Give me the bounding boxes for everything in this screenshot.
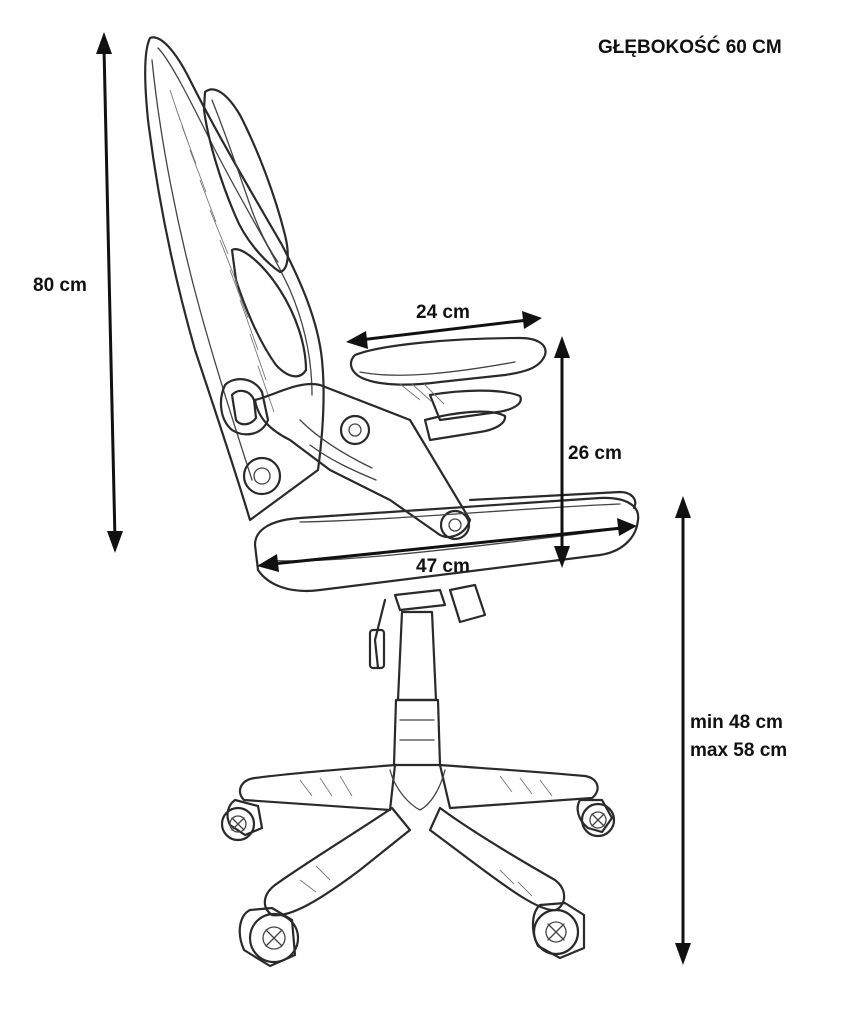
label-seat-height-max: max 58 cm (690, 740, 788, 761)
chair-base (238, 763, 599, 917)
casters (220, 798, 616, 968)
arrow-seat-width (257, 518, 637, 572)
caster-front-right (531, 901, 586, 960)
arrow-seat-height (675, 496, 691, 965)
label-seat-height-min: min 48 cm (690, 712, 783, 733)
side-bracket (219, 378, 472, 541)
dimension-arrows (96, 32, 691, 965)
caster-back-right (576, 798, 616, 838)
caster-back-left (220, 798, 264, 842)
arrow-total-height (96, 32, 123, 553)
label-total-height: 80 cm (33, 275, 87, 296)
arrow-armrest-height (554, 336, 570, 568)
armrest (349, 336, 547, 442)
caster-front-left (238, 906, 300, 968)
label-armrest-height: 26 cm (568, 443, 622, 464)
depth-title: GŁĘBOKOŚĆ 60 CM (598, 37, 782, 58)
label-armrest-length: 24 cm (416, 302, 470, 323)
backrest (144, 36, 325, 522)
label-seat-width: 47 cm (416, 556, 470, 577)
gas-lift (368, 583, 487, 767)
arrow-armrest-length (346, 311, 542, 349)
seat (253, 490, 640, 592)
